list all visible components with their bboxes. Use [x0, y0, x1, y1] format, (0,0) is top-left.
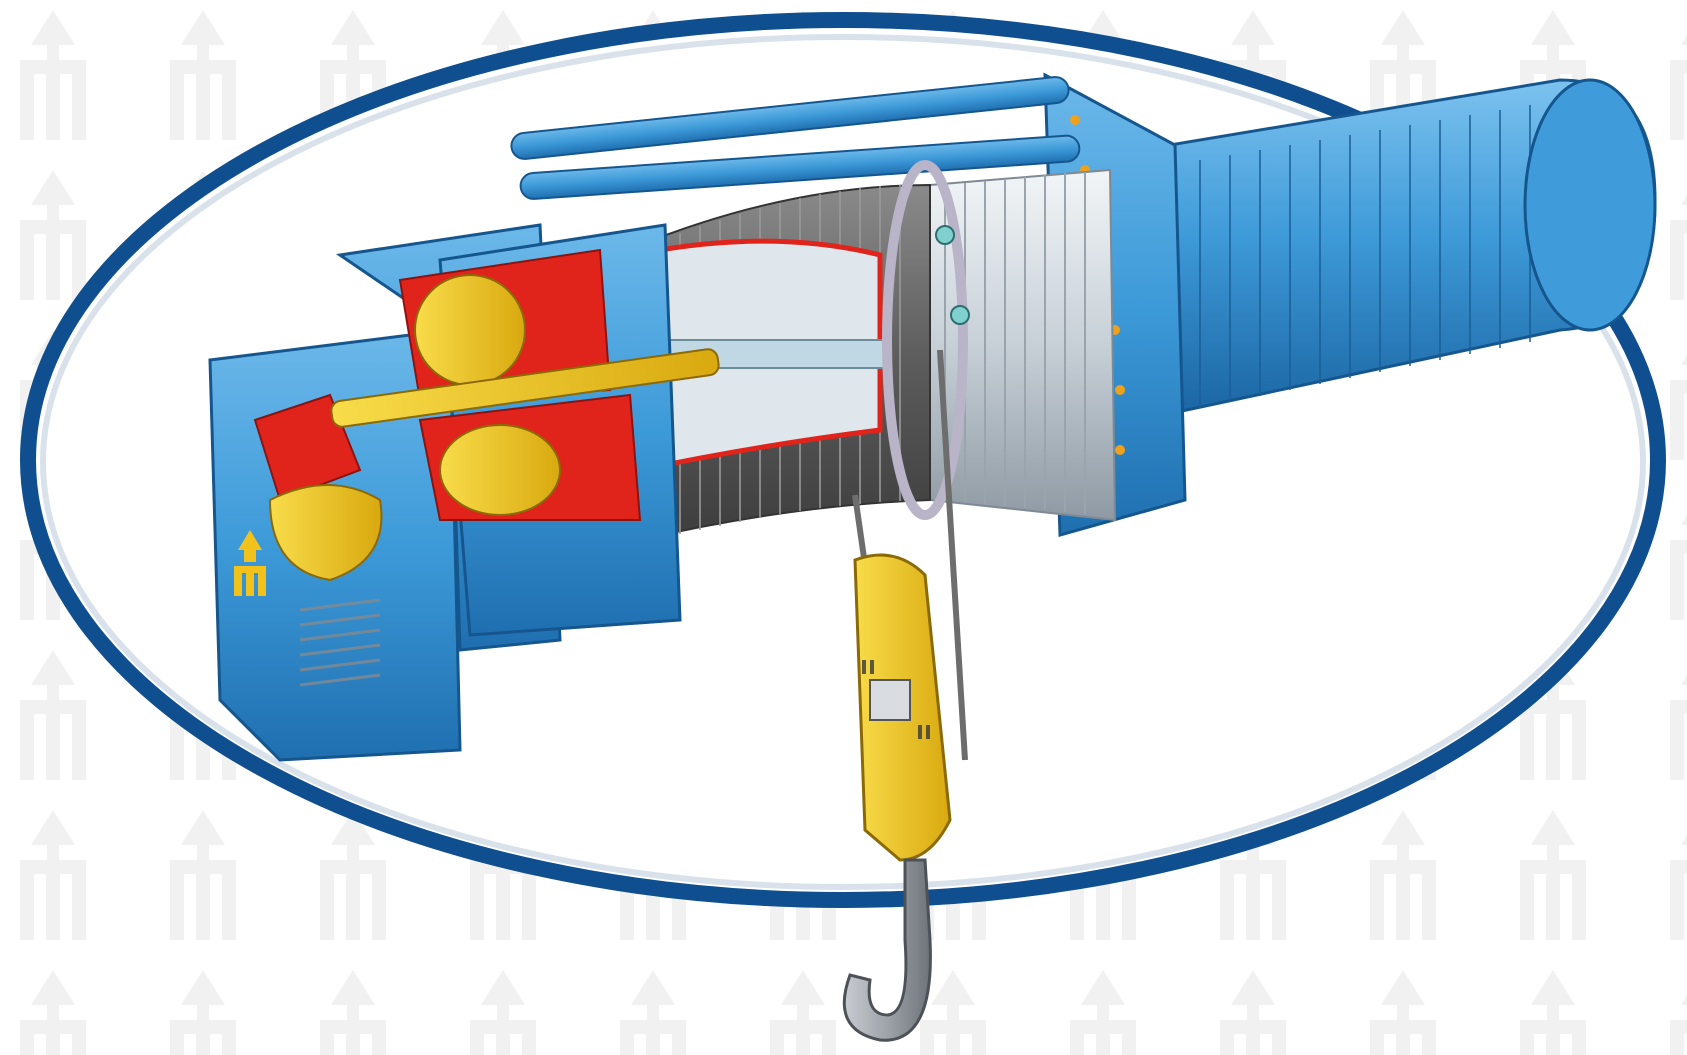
logo-mark [234, 530, 266, 596]
hook [842, 858, 932, 1042]
electric-motor [1138, 78, 1657, 422]
gearbox-housing [208, 223, 720, 762]
rope-guide [882, 160, 970, 520]
oval-inner-shadow [40, 34, 1646, 890]
rope-drum [607, 168, 1117, 542]
hook-block [853, 553, 952, 862]
